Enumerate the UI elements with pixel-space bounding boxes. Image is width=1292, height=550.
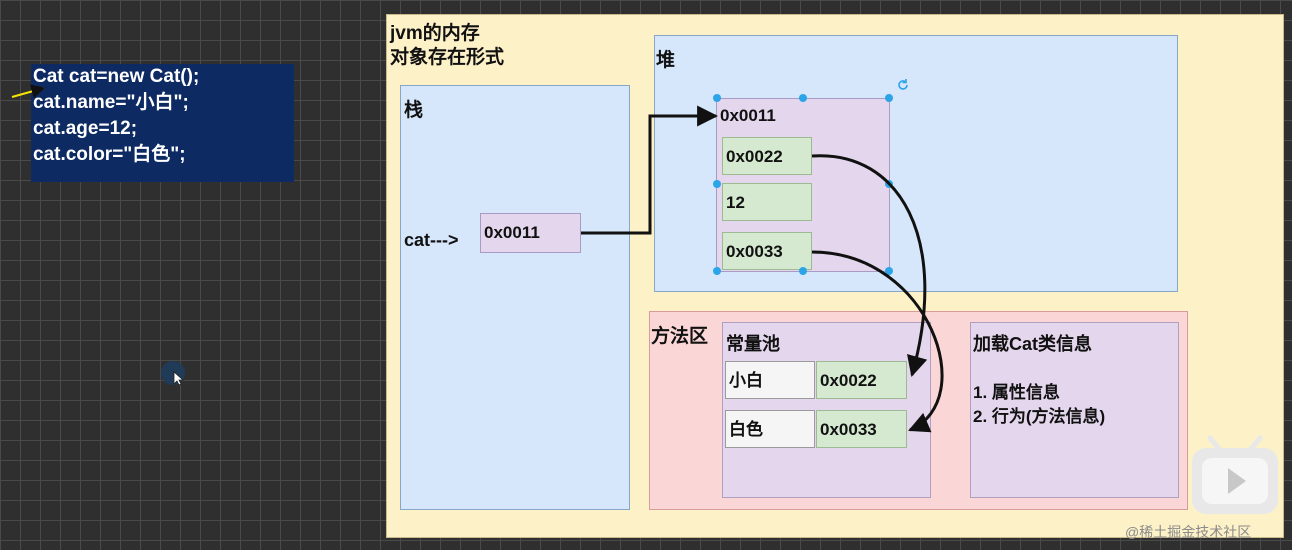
stack-var-cell[interactable]: 0x0011 — [480, 213, 581, 253]
stack-var-label: cat---> — [404, 230, 459, 250]
selection-handle[interactable] — [713, 180, 721, 188]
class-info-region[interactable] — [970, 322, 1179, 498]
arrow-color-to-pool — [811, 250, 944, 433]
arrow-name-to-pool — [811, 154, 928, 378]
play-logo-icon — [1188, 430, 1282, 520]
selection-handle[interactable] — [885, 94, 893, 102]
watermark: @稀土掘金技术社区 — [1125, 524, 1252, 540]
selection-handle[interactable] — [885, 267, 893, 275]
rotate-handle-icon[interactable] — [896, 78, 910, 92]
code-line-1: Cat cat=new Cat(); — [33, 66, 200, 87]
code-snippet: Cat cat=new Cat(); cat.name="小白"; cat.ag… — [31, 64, 294, 182]
class-info-item-1: 1. 属性信息 — [973, 383, 1060, 402]
pool-address-0x0033[interactable]: 0x0033 — [816, 410, 907, 448]
arrow-stack-to-heap — [581, 105, 719, 235]
stack-region[interactable] — [400, 85, 630, 510]
pool-value-baise[interactable]: 白色 — [725, 410, 815, 448]
code-line-4: cat.color="白色"; — [33, 144, 186, 165]
selection-handle[interactable] — [713, 267, 721, 275]
class-info-item-2: 2. 行为(方法信息) — [973, 407, 1106, 426]
selection-handle[interactable] — [713, 94, 721, 102]
jvm-title: jvm的内存 对象存在形式 — [390, 22, 504, 70]
heap-object-address: 0x0011 — [720, 106, 776, 125]
jvm-title-line-2: 对象存在形式 — [390, 47, 505, 68]
stack-title: 栈 — [404, 100, 424, 121]
selection-handle[interactable] — [799, 94, 807, 102]
heap-field-name[interactable]: 0x0022 — [722, 137, 812, 175]
jvm-title-line-1: jvm的内存 — [390, 23, 480, 44]
pool-address-0x0022[interactable]: 0x0022 — [816, 361, 907, 399]
constant-pool-title: 常量池 — [726, 334, 780, 354]
cursor-arrow-icon — [11, 84, 46, 99]
heap-field-age[interactable]: 12 — [722, 183, 812, 221]
selection-handle[interactable] — [799, 267, 807, 275]
code-line-3: cat.age=12; — [33, 118, 138, 139]
mouse-cursor-icon — [160, 360, 188, 388]
heap-field-color[interactable]: 0x0033 — [722, 232, 812, 270]
pool-value-xiaobai[interactable]: 小白 — [725, 361, 815, 399]
method-area-title: 方法区 — [651, 326, 709, 347]
class-info-title: 加载Cat类信息 — [973, 334, 1093, 354]
heap-title: 堆 — [656, 50, 676, 71]
code-line-2: cat.name="小白"; — [33, 92, 189, 113]
